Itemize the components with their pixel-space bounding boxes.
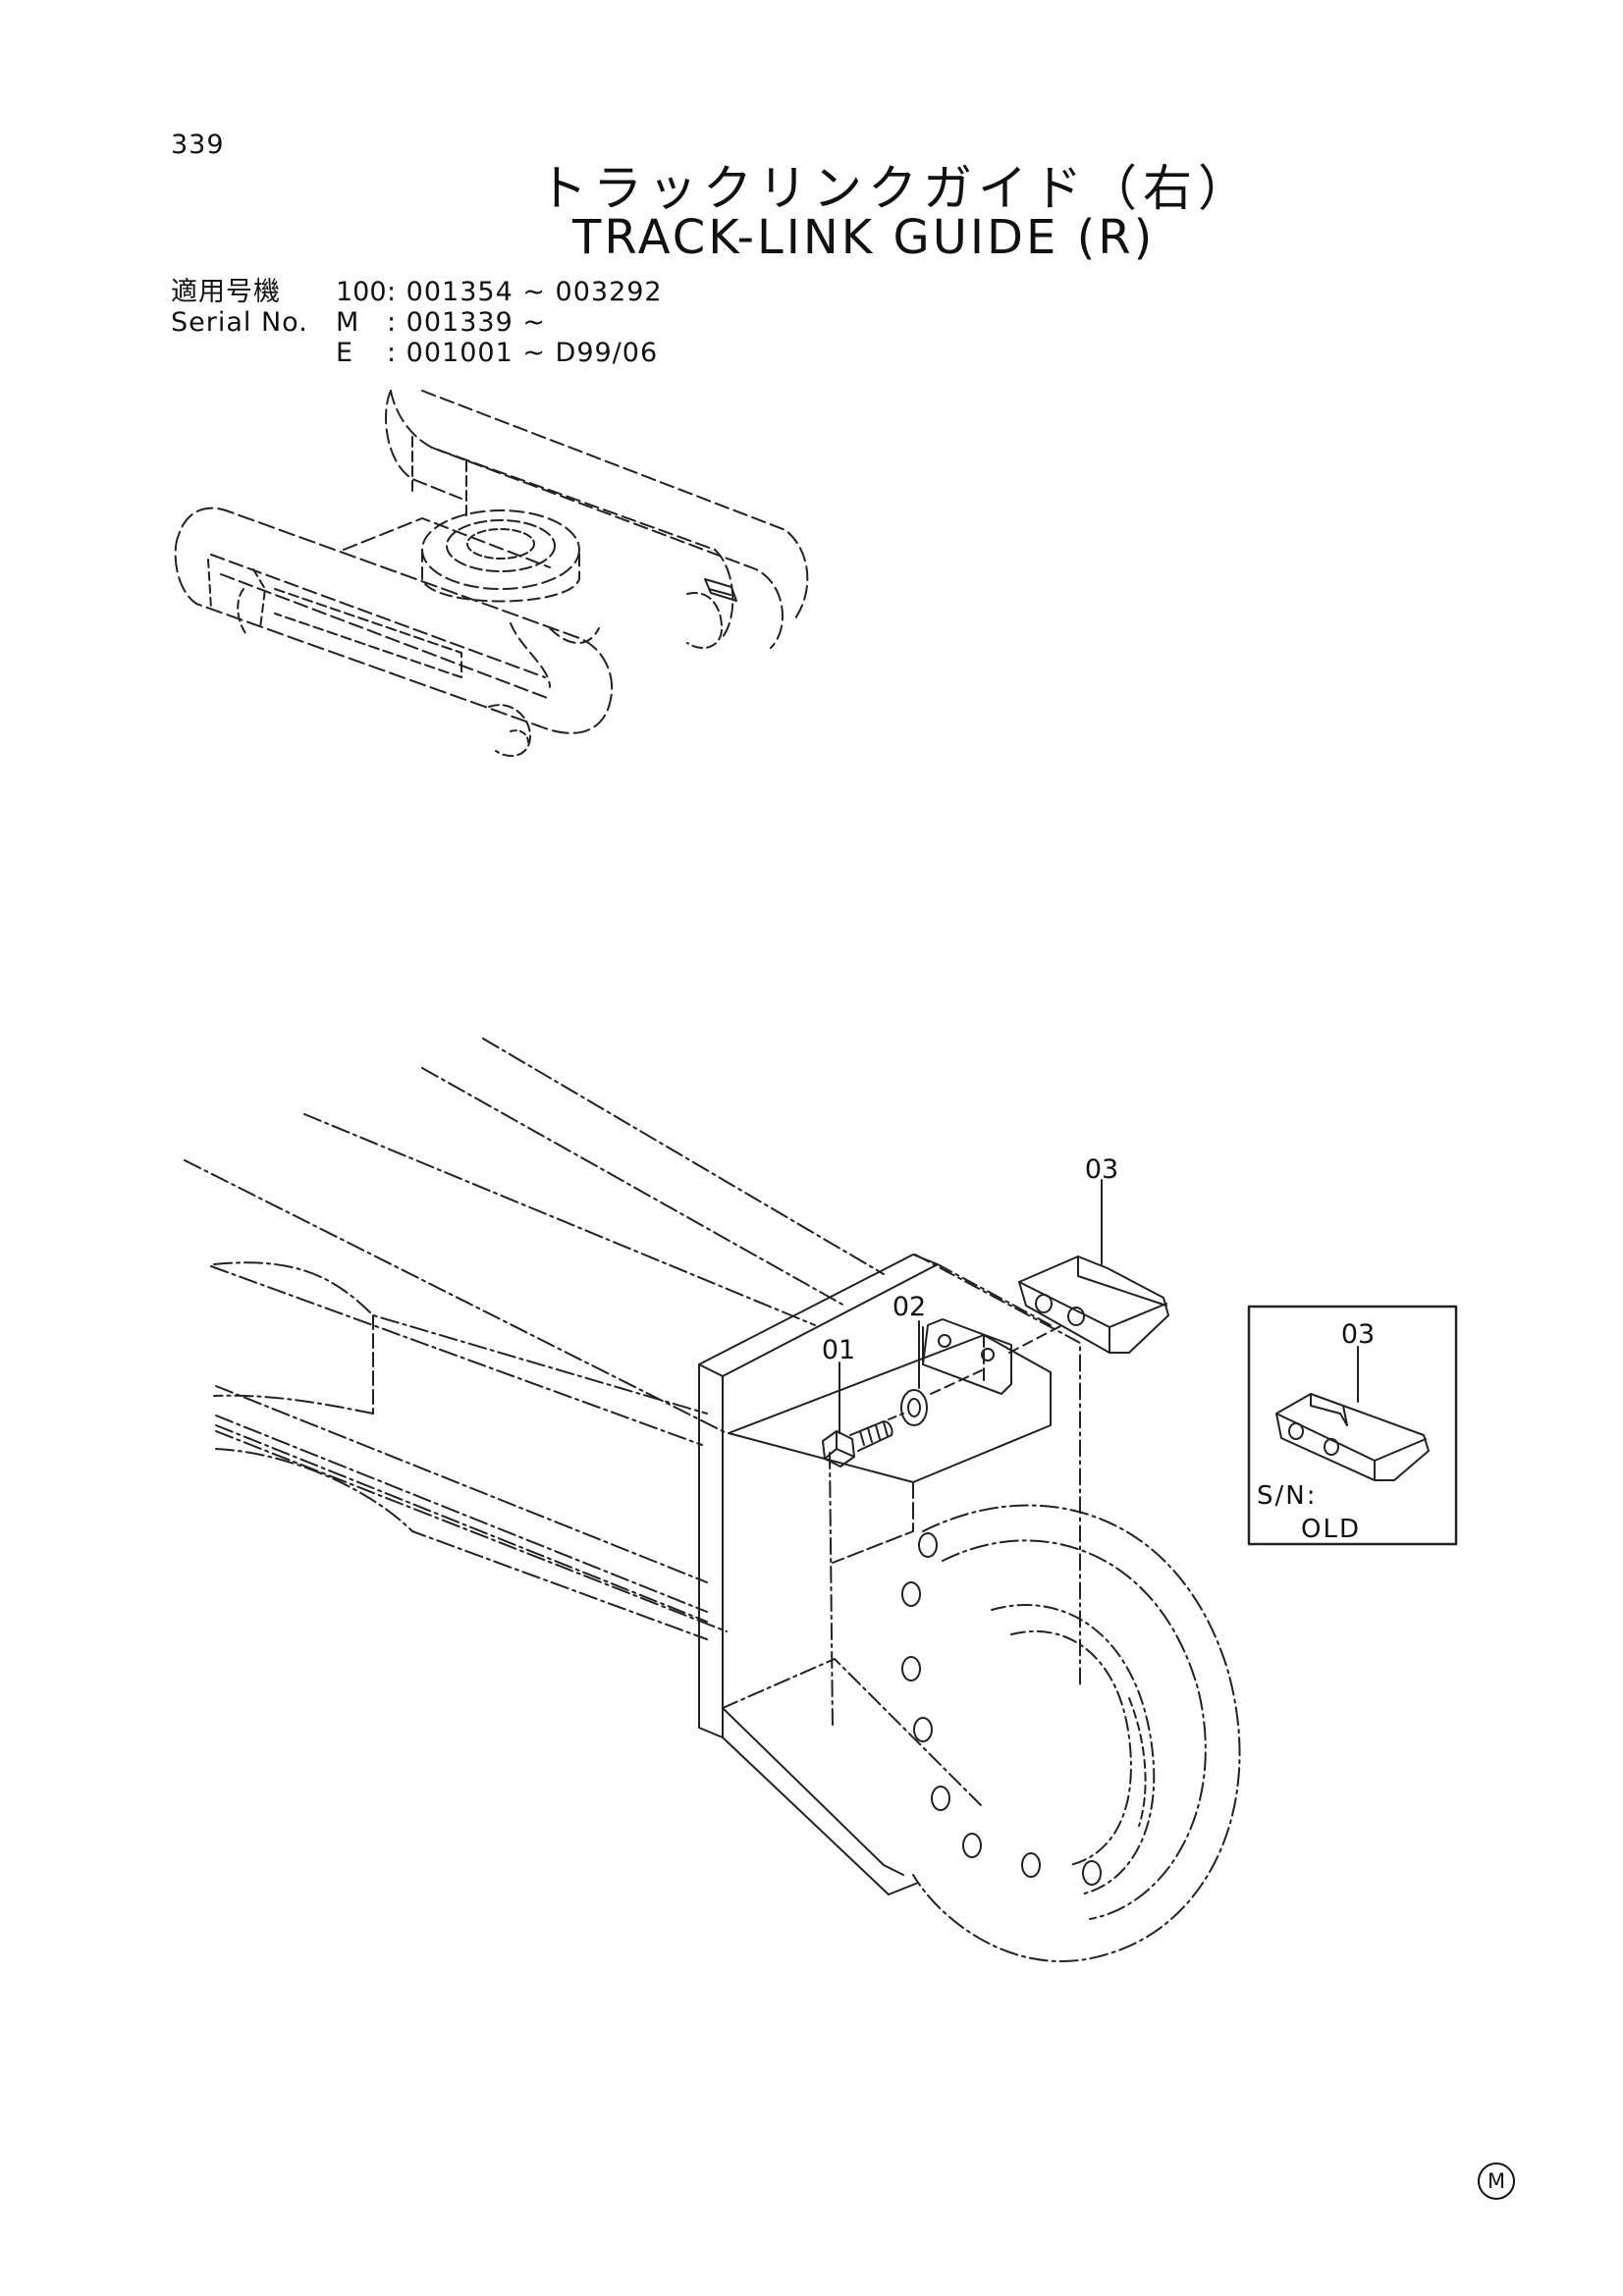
serial-label-japanese: 適用号機 [171, 277, 281, 307]
track-frame-detail [184, 1038, 1241, 1963]
title-english: TRACK-LINK GUIDE (R) [572, 210, 1156, 265]
callout-guide: 03 [1085, 1154, 1118, 1185]
serial-range: : 001339 ~ [387, 307, 546, 338]
callout-washer: 02 [893, 1292, 926, 1322]
track-guide-part [1018, 1255, 1169, 1354]
undercarriage-overview [174, 390, 809, 757]
washer-part [900, 1389, 928, 1426]
inset-sn-value: OLD [1301, 1515, 1361, 1544]
serial-row: E : 001001 ~ D99/06 [171, 338, 663, 368]
page-number: 339 [171, 130, 225, 160]
serial-range: : 001354 ~ 003292 [387, 277, 663, 307]
title-japanese: トラックリンクガイド（右） [538, 160, 1253, 217]
bolt-part [822, 1420, 893, 1468]
callout-inset-guide: 03 [1341, 1319, 1375, 1350]
plate-part [922, 1318, 1012, 1395]
serial-range: : 001001 ~ D99/06 [387, 338, 659, 368]
serial-row: 適用号機 100 : 001354 ~ 003292 [171, 277, 663, 307]
serial-number-block: 適用号機 100 : 001354 ~ 003292 Serial No. M … [171, 277, 663, 368]
serial-model: 100 [336, 277, 387, 307]
serial-model: E [336, 338, 353, 368]
serial-row: Serial No. M : 001339 ~ [171, 307, 663, 338]
callout-bolt: 01 [822, 1335, 855, 1365]
inset-box [1247, 1305, 1458, 1546]
manufacturer-mark: M [1478, 2163, 1515, 2200]
serial-model: M [336, 307, 359, 338]
inset-sn-label: S/N: [1257, 1481, 1317, 1511]
serial-label-english: Serial No. [171, 307, 308, 338]
